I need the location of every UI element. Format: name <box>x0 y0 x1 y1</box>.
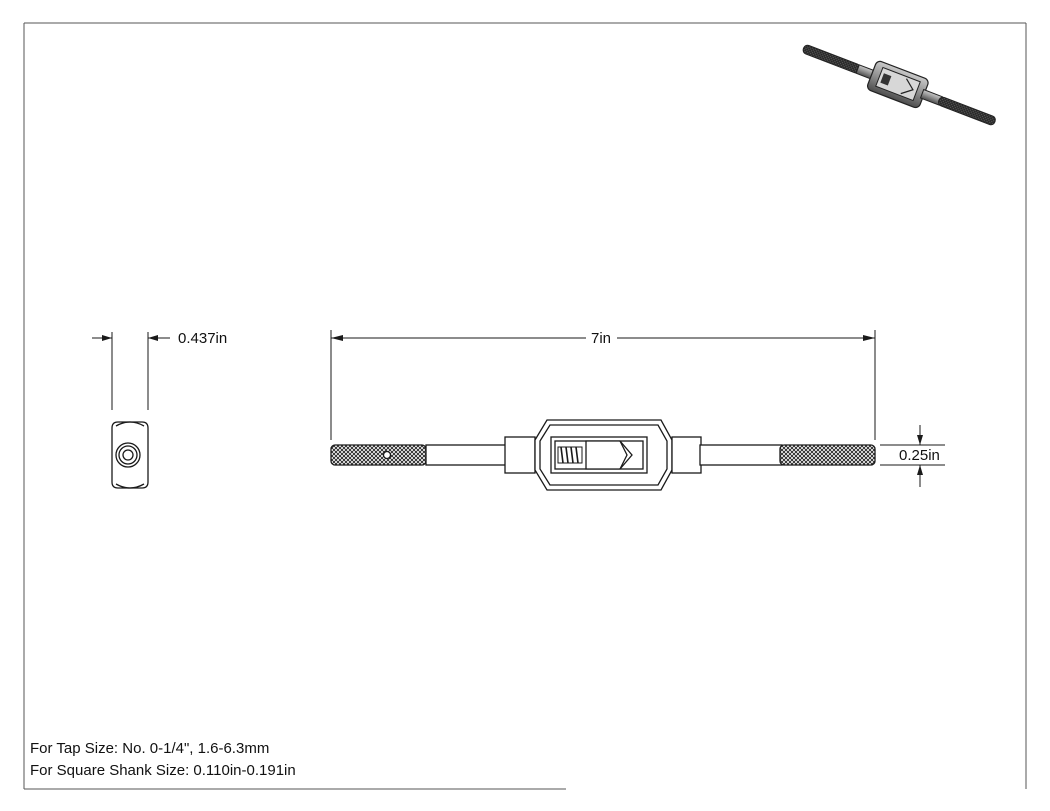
dim-handle-diameter: 0.25in <box>899 447 940 464</box>
side-view <box>111 421 149 489</box>
front-view <box>330 419 876 491</box>
length-dimension <box>330 330 876 440</box>
note-shank-size: For Square Shank Size: 0.110in-0.191in <box>30 762 296 779</box>
sheet-border <box>23 22 1027 790</box>
right-handle-knurl <box>779 444 876 466</box>
iso-view <box>802 44 996 126</box>
dim-side-width: 0.437in <box>178 330 227 347</box>
diameter-dimension <box>880 425 945 487</box>
left-handle-knurl <box>330 444 427 466</box>
note-tap-size: For Tap Size: No. 0-1/4", 1.6-6.3mm <box>30 740 270 757</box>
dim-overall-length: 7in <box>591 330 611 347</box>
side-width-dimension <box>92 332 170 410</box>
